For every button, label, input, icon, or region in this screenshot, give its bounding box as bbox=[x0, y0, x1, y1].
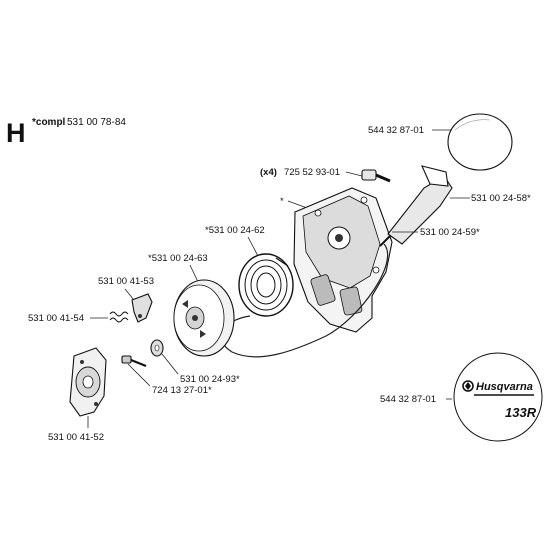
washer-part bbox=[150, 339, 164, 357]
callout-center-screw: 724 13 27-01* bbox=[152, 385, 212, 396]
callout-asterisk: * bbox=[280, 196, 284, 207]
section-letter: H bbox=[6, 118, 26, 148]
husqvarna-logo-icon bbox=[462, 380, 474, 392]
callout-flywheel-cup: 531 00 41-52 bbox=[48, 432, 104, 443]
callout-decal: 544 32 87-01 bbox=[380, 394, 436, 405]
callout-pulley: *531 00 24-63 bbox=[148, 253, 208, 264]
starter-housing-part bbox=[293, 187, 393, 333]
callout-washer: 531 00 24-93* bbox=[180, 374, 240, 385]
callout-spring: *531 00 24-62 bbox=[205, 225, 265, 236]
decal-brand: Husqvarna bbox=[476, 381, 533, 393]
decal-model: 133R bbox=[505, 405, 537, 420]
callout-pawl: 531 00 41-53 bbox=[98, 276, 154, 287]
callout-pawl-spring: 531 00 41-54 bbox=[28, 313, 84, 324]
callout-cover: 544 32 87-01 bbox=[368, 125, 424, 136]
flywheel-cup-part bbox=[69, 347, 107, 417]
callout-screw: 725 52 93-01 bbox=[284, 167, 340, 178]
callout-screw-qty: (x4) bbox=[260, 167, 277, 178]
recoil-spring-part bbox=[238, 253, 294, 317]
decal-part: Husqvarna 133R bbox=[453, 352, 543, 442]
callout-handle: 531 00 24-58* bbox=[471, 193, 531, 204]
starter-cover-part bbox=[447, 113, 513, 171]
callout-rope: 531 00 24-59* bbox=[420, 227, 480, 238]
screw-part bbox=[361, 169, 391, 183]
assembly-compl-number: 531 00 78-84 bbox=[67, 117, 126, 128]
starter-handle-part bbox=[379, 165, 453, 247]
assembly-compl-prefix: *compl bbox=[32, 117, 66, 128]
pawl-spring-part bbox=[109, 311, 129, 323]
center-screw-part bbox=[121, 355, 147, 368]
pawl-part bbox=[131, 293, 153, 323]
starter-pulley-part bbox=[173, 279, 235, 357]
